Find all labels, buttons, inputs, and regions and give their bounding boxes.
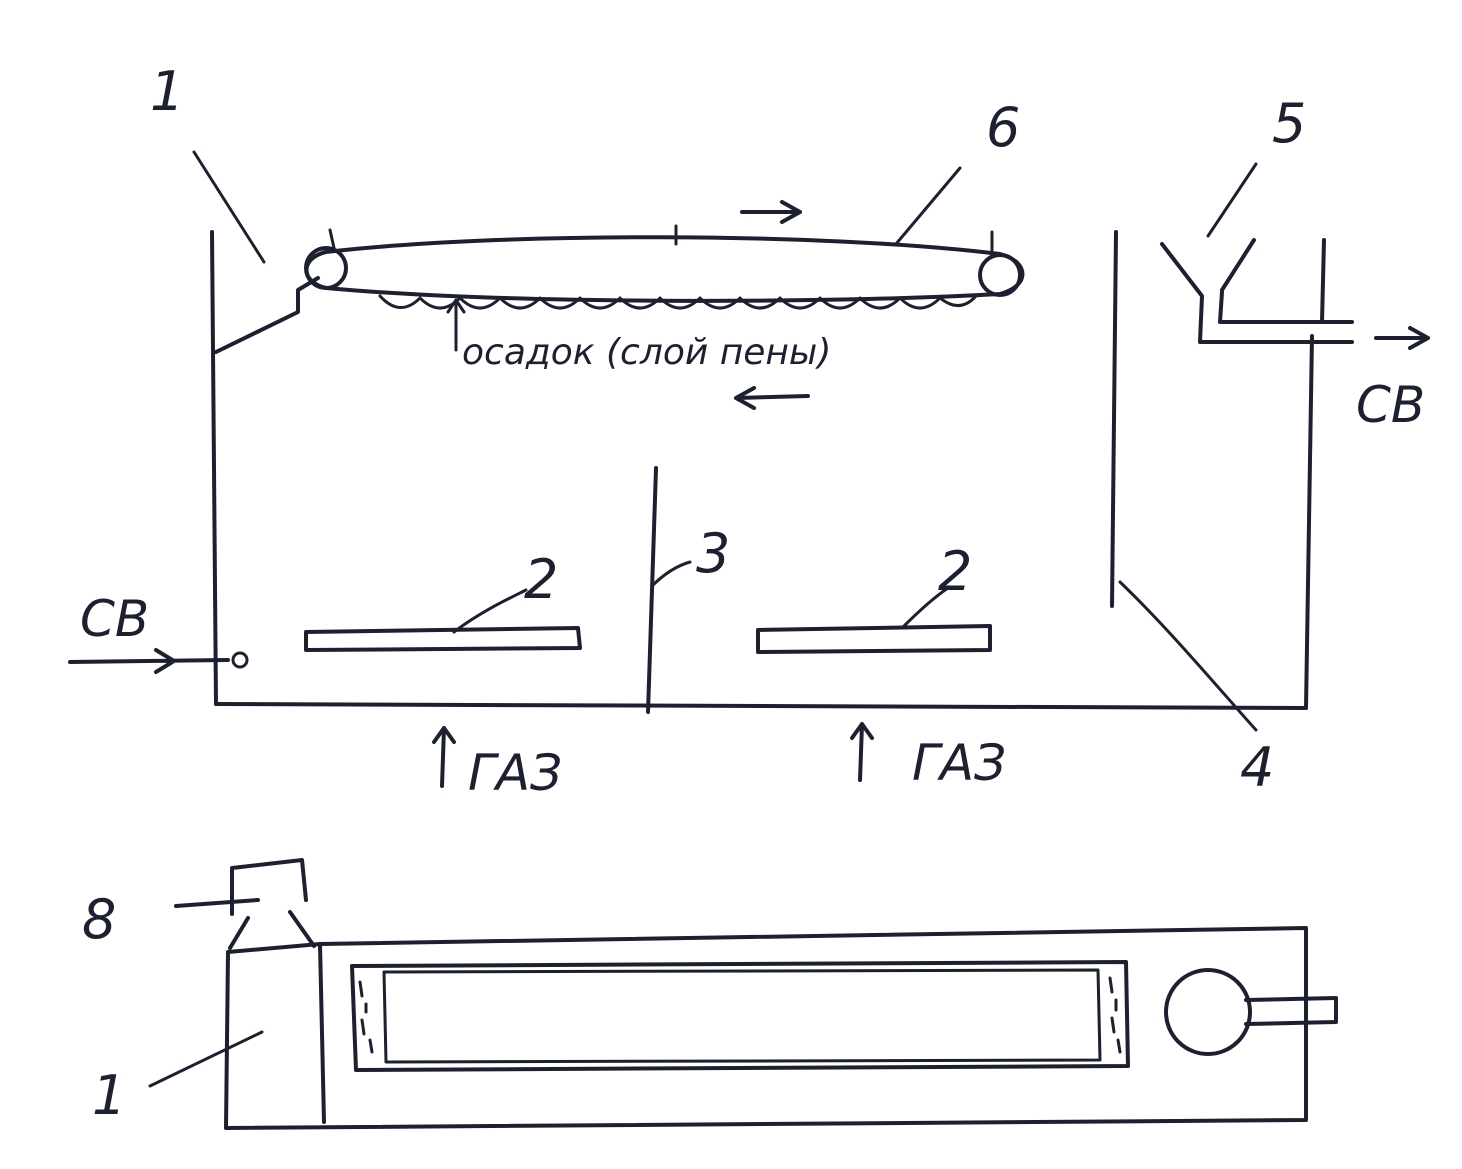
- plan-conveyor-frame: [350, 960, 1130, 1072]
- leader-1-bottom: [148, 1030, 264, 1088]
- label-6: 6: [986, 96, 1020, 159]
- label-3: 3: [696, 522, 730, 585]
- label-4: 4: [1240, 736, 1274, 799]
- arrow-up-foam-icon: [446, 298, 466, 352]
- plan-roller-right: [1108, 976, 1122, 1054]
- inlet-arrow-icon: [68, 648, 230, 674]
- inlet-nozzle: [231, 651, 249, 669]
- gas-arrow-left-icon: [432, 726, 456, 788]
- label-1-bottom: 1: [92, 1064, 126, 1127]
- tank-right-wall: [1304, 334, 1314, 710]
- plan-conveyor-belt: [382, 968, 1102, 1064]
- label-sludge: осадок (слой пены): [462, 332, 831, 373]
- partition-wall-4: [1110, 230, 1118, 608]
- leader-4: [1118, 580, 1258, 732]
- leader-2-left: [452, 588, 528, 634]
- plan-roller-left: [358, 980, 374, 1054]
- outlet-arrow-icon: [1374, 326, 1430, 350]
- label-5: 5: [1272, 92, 1306, 155]
- label-gas-right: ГАЗ: [912, 734, 1006, 792]
- tank-left-wall: [210, 230, 218, 706]
- label-8: 8: [82, 888, 116, 951]
- plan-chute-box: [318, 942, 326, 1124]
- label-outflow: СВ: [1356, 376, 1425, 434]
- plan-outer-body: [224, 926, 1308, 1130]
- arrow-left-icon: [734, 386, 810, 410]
- gas-arrow-right-icon: [850, 722, 874, 782]
- conveyor-left-pulley: [304, 246, 348, 290]
- conveyor-tick-left: [328, 228, 336, 250]
- label-2-right: 2: [938, 540, 972, 603]
- label-inflow: СВ: [80, 590, 149, 648]
- plan-outlet-branch: [1244, 996, 1338, 1026]
- arrow-right-icon: [740, 200, 802, 224]
- sludge-chute: [214, 276, 320, 354]
- leader-1-top: [192, 150, 266, 264]
- leader-6: [894, 166, 962, 246]
- scraper-conveyor: [304, 235, 1025, 303]
- plan-outlet-pipe: [1164, 968, 1252, 1056]
- tank-bottom: [214, 702, 1308, 710]
- label-1-top: 1: [150, 60, 184, 123]
- aerator-right: [756, 624, 992, 654]
- baffle-3: [646, 466, 658, 714]
- plan-hopper-8: [174, 858, 316, 950]
- label-gas-left: ГАЗ: [468, 744, 562, 802]
- leader-5: [1206, 162, 1258, 238]
- leader-3: [650, 560, 692, 588]
- label-2-left: 2: [524, 548, 558, 611]
- leader-2-right: [900, 586, 950, 630]
- aerator-left: [304, 626, 582, 652]
- conveyor-right-pulley: [978, 253, 1022, 297]
- foam-layer: [378, 294, 978, 310]
- outlet-weir-5: [1160, 238, 1354, 344]
